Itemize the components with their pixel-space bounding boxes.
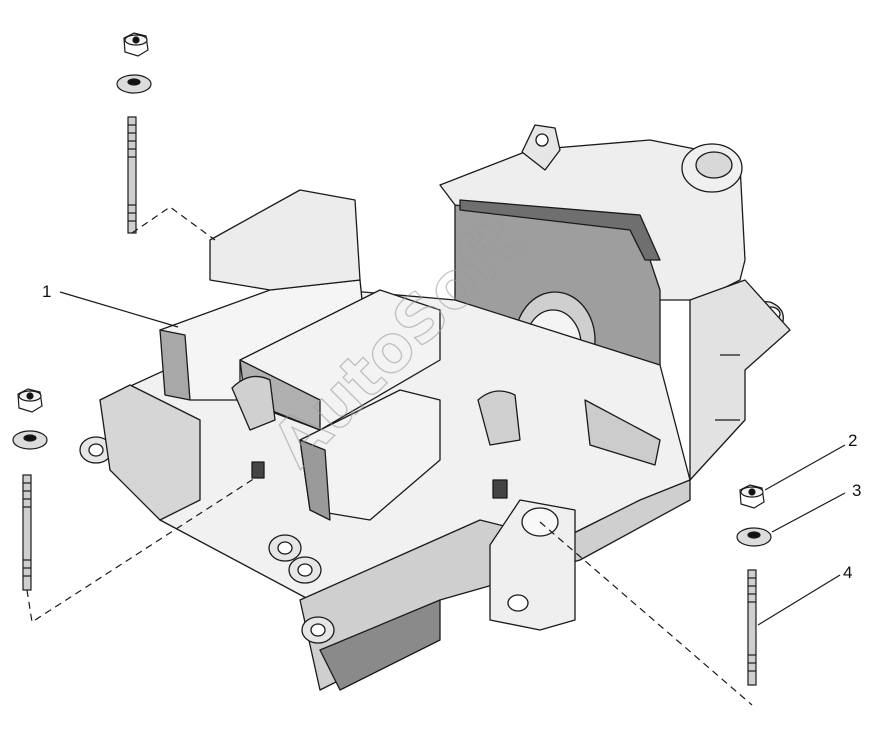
frame-nut-center: [492, 479, 508, 499]
frame-inner-wall-band: [459, 199, 661, 261]
left-end-block: [99, 384, 201, 521]
leader-lines: [59, 291, 846, 626]
callout-2: 2: [848, 431, 857, 450]
assembly-lines: [26, 206, 753, 706]
frame-assembly: [79, 124, 791, 691]
front-block-face: [299, 439, 331, 521]
leader-3: [771, 492, 846, 533]
left-block-top: [209, 189, 361, 291]
left-block-face: [159, 329, 191, 401]
left-lug-6-hole: [310, 623, 326, 637]
leader-1: [59, 291, 179, 328]
callout-4: 4: [843, 563, 852, 582]
leader-4: [757, 574, 841, 626]
assembly-line-top: [131, 206, 216, 241]
stud-icon: [127, 116, 137, 234]
fastener-set-left: [12, 388, 48, 591]
u-cutout-right: [477, 390, 521, 446]
frame-nut-left: [251, 461, 265, 479]
frame-bottom-rail-shadow: [319, 599, 441, 691]
callout-3: 3: [852, 481, 861, 500]
stud-icon: [22, 474, 32, 591]
left-lug-4-hole: [277, 541, 293, 555]
left-lug-5-hole: [297, 563, 313, 577]
gusset: [584, 399, 661, 466]
fastener-set-right: [736, 484, 772, 686]
fastener-set-top-left: [116, 32, 152, 234]
leader-2: [764, 444, 846, 491]
u-cutout-left: [231, 375, 276, 431]
assembly-line-left: [26, 477, 256, 624]
lifting-eye: [521, 124, 561, 171]
lifting-eye-hole: [535, 133, 549, 147]
callout-1: 1: [42, 282, 51, 301]
mount-bracket-hole: [507, 594, 529, 612]
pivot-boss-hole: [695, 151, 733, 179]
stud-icon: [747, 569, 757, 686]
assembly-line-right: [539, 521, 753, 706]
left-lug-1-hole: [88, 443, 104, 457]
